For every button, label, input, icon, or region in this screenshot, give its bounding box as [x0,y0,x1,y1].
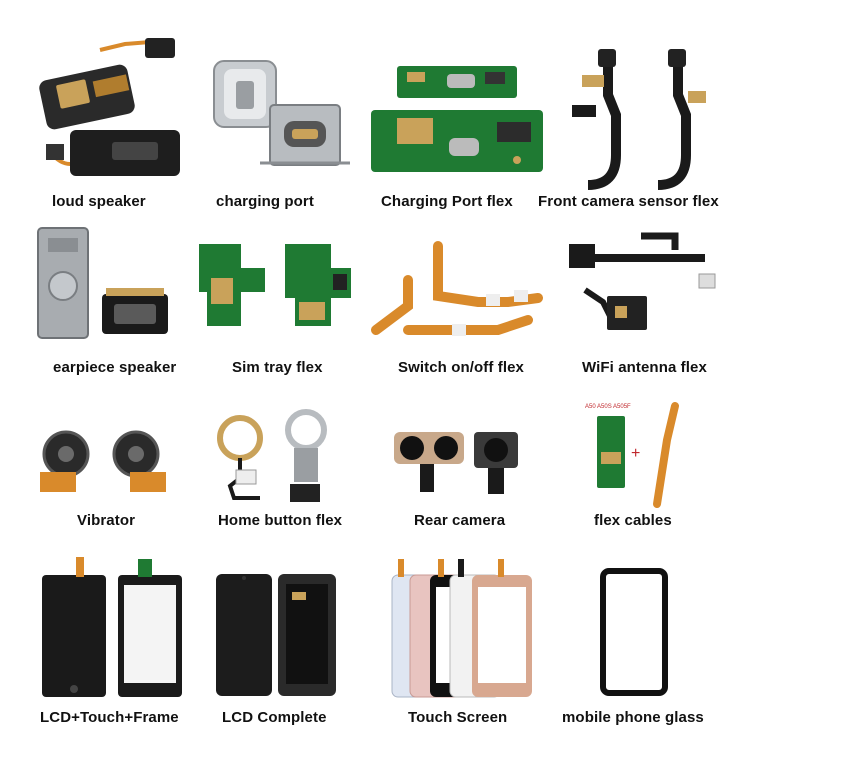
product-label: Touch Screen [408,709,508,726]
product-label: LCD+Touch+Frame [40,709,179,726]
product-label: LCD Complete [222,709,327,726]
sim-tray-board-icon [195,238,355,333]
phone-lcd-frame-icon [40,555,188,700]
charging-board-icon [367,60,547,190]
power-switch-flex-icon [368,240,543,345]
touch-digitizer-icon [388,555,538,700]
product-label: Sim tray flex [232,359,323,376]
flex-cable-icon: A50 A50S A505F + 2 [583,400,703,510]
product-label: WiFi antenna flex [582,359,707,376]
rear-camera-module-icon [390,428,520,498]
product-label: charging port [216,193,314,210]
product-label: loud speaker [52,193,146,210]
product-label: Front camera sensor flex [538,193,719,210]
product-label: Switch on/off flex [398,359,524,376]
wifi-antenna-flex-icon [565,228,720,338]
cable-number: 2 [649,428,659,448]
usb-c-port-icon [200,55,360,185]
product-label: Rear camera [414,512,506,529]
product-label: earpiece speaker [53,359,177,376]
front-camera-flex-icon [568,45,718,195]
loud-speaker-icon [30,30,190,190]
phone-lcd-icon [214,572,339,700]
product-label: Vibrator [77,512,136,529]
plus-sign: + [631,445,640,462]
product-label: Charging Port flex [381,193,513,210]
home-button-icon [210,408,340,508]
screen-glass-icon [600,568,670,696]
product-label: Home button flex [218,512,343,529]
vibration-motor-icon [36,428,176,500]
earpiece-speaker-icon [34,222,184,344]
product-label: mobile phone glass [562,709,704,726]
flex-cable-models: A50 A50S A505F [585,404,631,410]
product-label: flex cables [594,512,672,529]
